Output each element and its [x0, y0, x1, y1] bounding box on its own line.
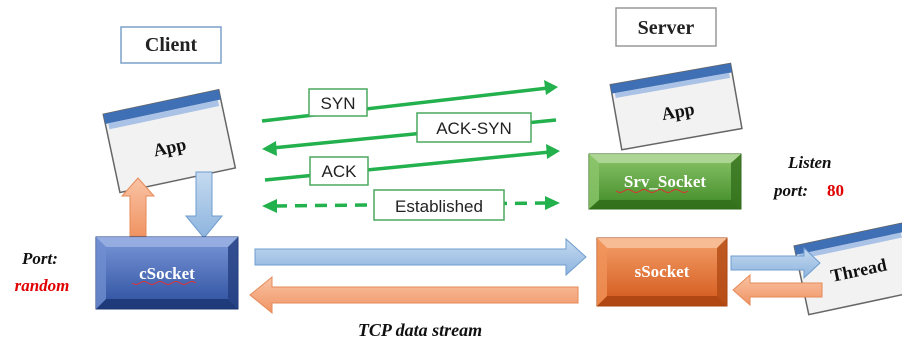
client-port-label: Port: — [21, 249, 58, 268]
app-to-socket-arrow-down — [184, 171, 224, 239]
server-port-label: port: — [772, 181, 808, 200]
established-label: Established — [395, 197, 483, 216]
client-title-text: Client — [145, 34, 198, 56]
thread-window: Thread — [793, 222, 902, 316]
client-port-value: random — [15, 276, 70, 295]
server-title: Server — [615, 7, 717, 47]
syn-arrow: SYN — [261, 80, 558, 123]
server-port-value: 80 — [827, 181, 844, 200]
server-app-window: App — [609, 62, 743, 151]
app-to-socket-arrow-up — [120, 177, 156, 237]
csocket-label: cSocket — [139, 264, 195, 283]
ack-label: ACK — [322, 162, 358, 181]
server-title-text: Server — [638, 17, 695, 39]
stream-arrow-client-to-server — [254, 237, 587, 277]
syn-label: SYN — [321, 94, 356, 113]
established-arrow: Established — [262, 189, 560, 221]
thread-to-ssocket-arrow — [732, 273, 823, 307]
stream-arrow-server-to-client — [249, 275, 579, 315]
ack-syn-arrow: ACK-SYN — [262, 112, 557, 156]
ssocket-to-thread-arrow — [730, 246, 821, 280]
ssocket-box: sSocket — [596, 237, 728, 307]
tcp-stream-label: TCP data stream — [358, 320, 482, 340]
srv-socket-label: Srv_Socket — [624, 172, 707, 191]
client-title: Client — [120, 26, 222, 64]
srv-socket-box: Srv_Socket — [588, 153, 742, 210]
ack-syn-label: ACK-SYN — [436, 119, 512, 138]
client-app-window: App — [102, 88, 237, 194]
csocket-box: cSocket — [95, 236, 239, 310]
listen-label: Listen — [787, 153, 831, 172]
ack-arrow: ACK — [264, 144, 560, 186]
ssocket-label: sSocket — [635, 262, 690, 281]
